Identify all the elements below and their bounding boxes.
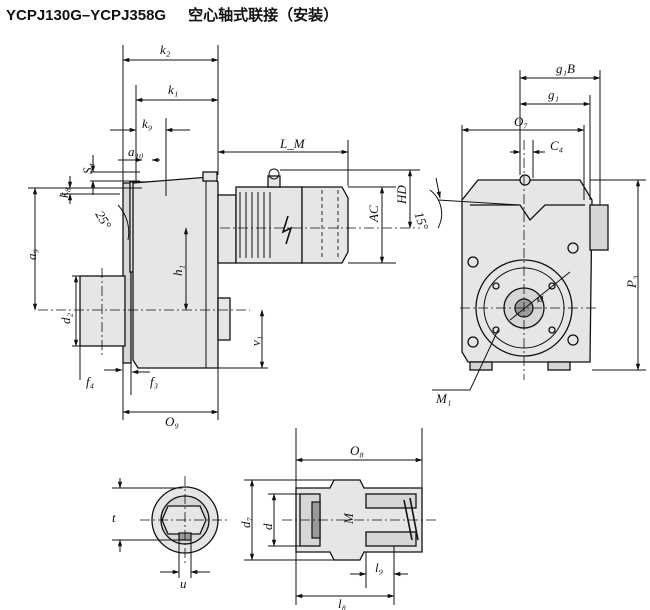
dim-l8: l₈ xyxy=(338,596,347,610)
torque-arm-front xyxy=(589,204,609,251)
dim-hd: HD xyxy=(394,185,409,205)
dim-p3: P₃ xyxy=(624,276,639,289)
dim-v1: v₁ xyxy=(248,336,263,346)
vent-plug-front xyxy=(519,174,531,186)
dim-h1: h₁ xyxy=(170,265,185,276)
dim-d7: d₇ xyxy=(238,517,253,529)
shaft-section-view: O₈ d₇ d M l₉ l₈ xyxy=(238,428,436,610)
dim-o8: O₈ xyxy=(350,443,364,458)
dim-a9: a₉ xyxy=(24,249,39,260)
bolt-hole-lr xyxy=(567,334,579,346)
dim-m1: M₁ xyxy=(435,391,451,406)
dim-o7: O₇ xyxy=(514,114,528,129)
dim-angle-15: 15° xyxy=(411,210,431,232)
dim-t: t xyxy=(112,510,116,525)
dim-s4: S₄ xyxy=(80,163,95,175)
dim-u: u xyxy=(180,576,187,591)
model-range: YCPJ130G–YCPJ358G xyxy=(6,7,167,24)
title-description: 空心轴式联接（安装） xyxy=(188,6,339,24)
motor-flange xyxy=(217,194,237,264)
dim-lm: L_M xyxy=(279,136,306,151)
mounting-flange xyxy=(122,182,132,364)
dim-ac: AC xyxy=(366,205,381,223)
dim-f4: f₄ xyxy=(86,374,95,389)
dim-k2: k₂ xyxy=(160,42,171,57)
drawing-title: YCPJ130G–YCPJ358G 空心轴式联接（安装） xyxy=(6,4,338,25)
foot-right xyxy=(547,361,571,371)
fan-cover xyxy=(301,186,349,264)
bolt-hole-ur xyxy=(567,242,579,254)
dim-l9: l₉ xyxy=(375,560,383,575)
bolt-hole-ll xyxy=(467,336,479,348)
dim-k9: k₉ xyxy=(142,116,152,131)
lightning-bolt-icon xyxy=(281,215,293,245)
vent-plug xyxy=(202,171,218,182)
dim-phi: ø xyxy=(536,290,544,305)
dim-g1: g₁ xyxy=(548,87,559,102)
dim-g1b: g₁B xyxy=(556,61,575,76)
dim-k8: k₈ xyxy=(56,187,71,198)
bolt-hole-ul xyxy=(467,256,479,268)
dim-angle-25: 25° xyxy=(92,208,114,231)
front-top-rib xyxy=(470,204,585,222)
hollow-shaft-stub xyxy=(79,275,126,347)
dim-c4: C₄ xyxy=(550,138,564,153)
side-view: k₂ k₁ k₉ a₁₀ S₄ k₈ 25° a₉ h₁ xyxy=(24,42,443,429)
dim-d2: d₂ xyxy=(58,313,73,325)
dim-f3: f₃ xyxy=(150,374,158,389)
dim-d: d xyxy=(260,523,275,530)
front-view: ø g₁B g₁ O₇ C₄ P₃ M₁ xyxy=(432,61,646,406)
dim-m: M xyxy=(341,512,356,525)
dim-k1: k₁ xyxy=(168,82,178,97)
lifting-eye-icon xyxy=(268,168,280,180)
dim-o9: O₉ xyxy=(165,414,179,429)
motor-cooling-fins xyxy=(239,192,271,258)
eye-bolt-base xyxy=(267,175,281,188)
dim-a10: a₁₀ xyxy=(128,144,144,159)
shaft-end-view: t u xyxy=(112,476,230,591)
side-boss xyxy=(217,297,231,341)
